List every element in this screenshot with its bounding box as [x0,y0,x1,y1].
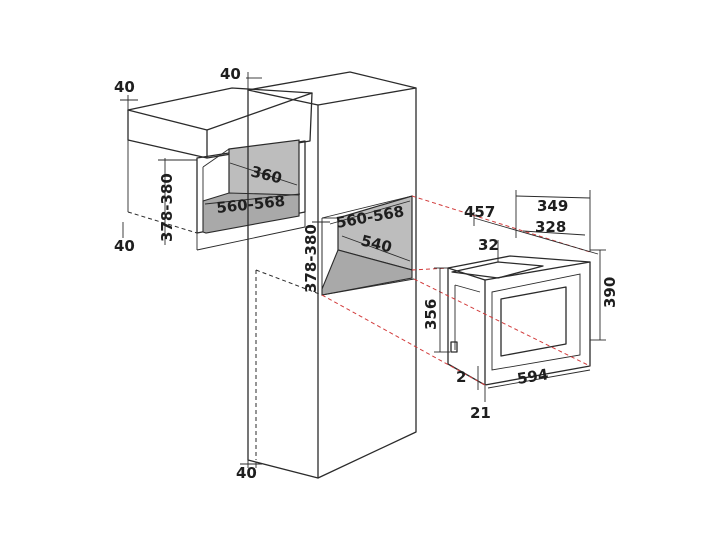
tall-cabinet [247,71,417,479]
appliance-top-offset-label: 32 [478,236,499,254]
wall-cabinet-height-label: 378-380 [158,173,176,242]
appliance-foot-label: 2 [456,368,466,386]
tall-cabinet-top-gap-label: 40 [220,65,241,83]
wall-cabinet-bottom-gap-label: 40 [114,237,135,255]
tall-cabinet-niche-height-label: 378-380 [302,224,320,293]
appliance-frame-depth-label: 349 [537,197,568,215]
appliance-total-depth-label: 457 [464,203,495,221]
tall-cabinet-bottom-gap-label: 40 [236,464,257,482]
appliance-front-height-label: 390 [601,277,619,308]
microwave-appliance [447,255,591,386]
appliance-body-height-label: 356 [422,299,440,330]
wall-cabinet [127,87,313,251]
appliance-body-depth-label: 328 [535,218,566,236]
wall-cabinet-top-gap-label: 40 [114,78,135,96]
appliance-front-thickness-label: 21 [470,404,491,422]
dimension-lines [120,72,606,465]
appliance-front-width-label: 594 [516,365,550,388]
